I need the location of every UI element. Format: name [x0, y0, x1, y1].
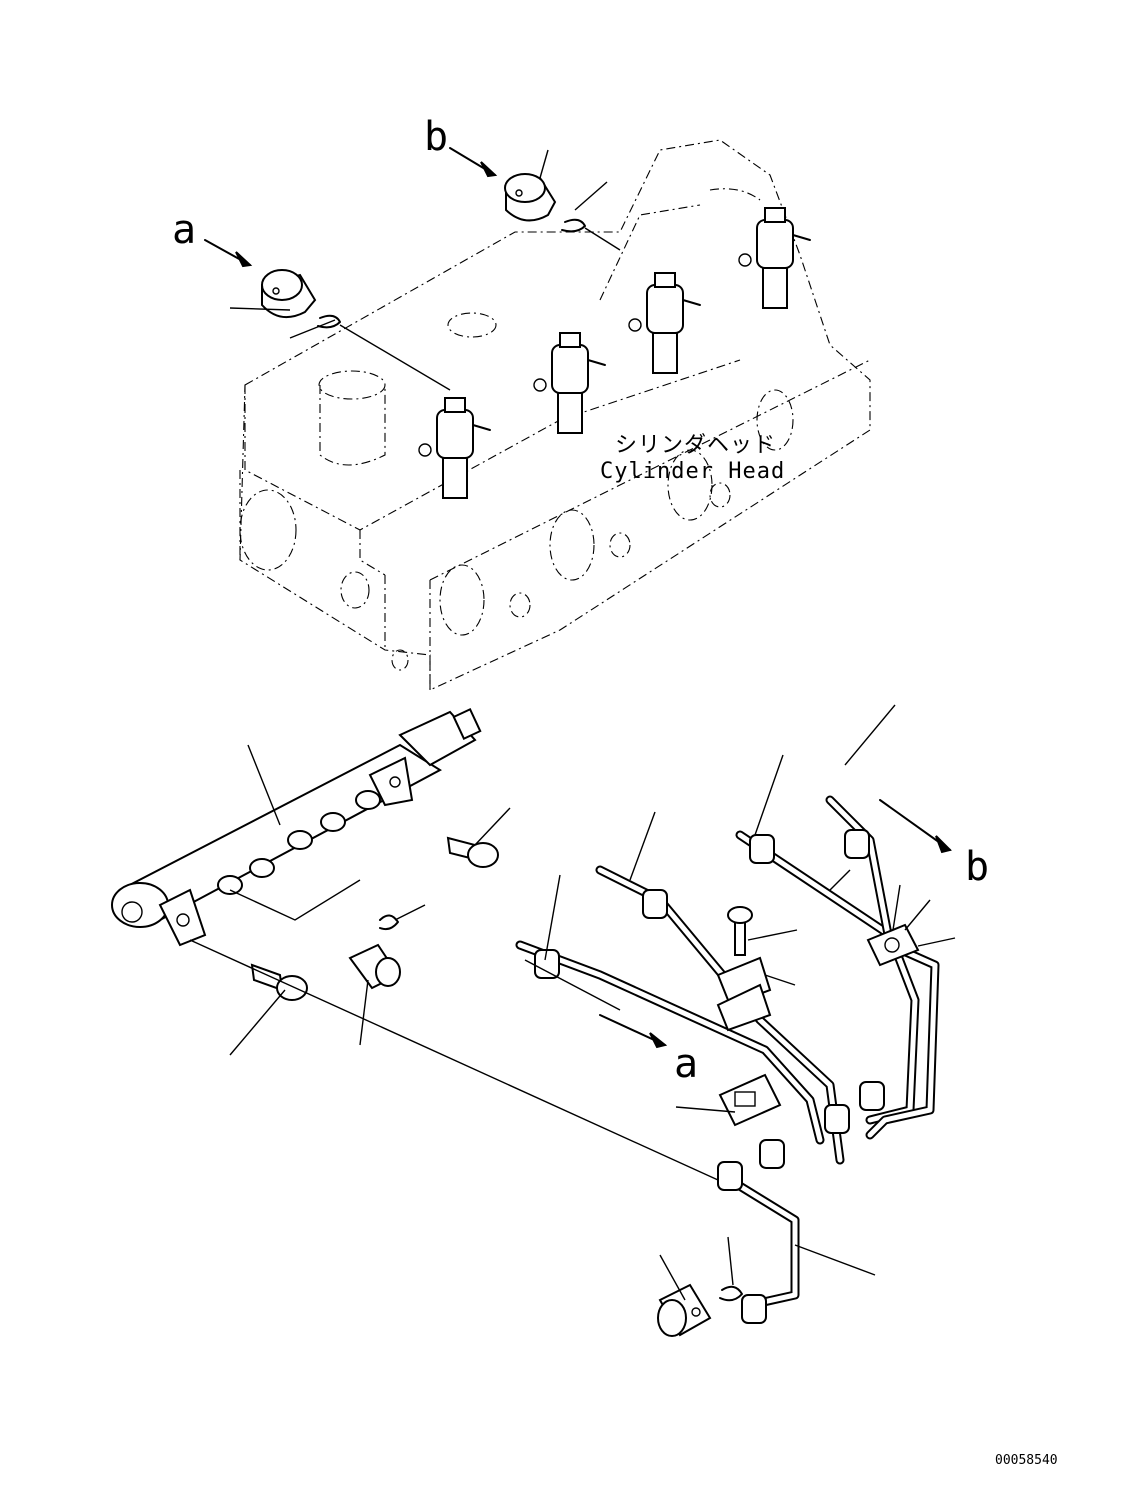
bolt-rail-left	[250, 963, 308, 1001]
reference-arrow-a-top	[204, 239, 253, 268]
injector-assemblies	[418, 207, 811, 499]
reference-label-b-bottom: b	[965, 844, 989, 890]
reference-arrow-b-bottom	[879, 799, 952, 854]
reference-arrow-a-bottom	[599, 1014, 668, 1049]
reference-label-a-bottom: a	[674, 1041, 698, 1087]
seal-cap-rail	[348, 914, 401, 990]
leader-lines-lower-right	[524, 704, 956, 1301]
injection-pipes	[515, 795, 940, 1324]
leader-lines-lower-left	[189, 744, 741, 1191]
cylinder-head-label-en: Cylinder Head	[600, 459, 785, 484]
seal-cap-bottom	[657, 1283, 743, 1337]
seal-cap-b	[504, 173, 586, 233]
bolt-rail-right	[446, 836, 499, 868]
drawing-number: 00058540	[995, 1453, 1058, 1468]
pipe-clamp	[716, 906, 920, 1032]
seal-cap-a	[261, 269, 341, 329]
reference-label-b-top: b	[424, 114, 448, 160]
reference-label-a-top: a	[172, 207, 196, 253]
cylinder-head-outline	[239, 139, 871, 691]
common-rail	[111, 707, 482, 947]
leader-lines-top	[229, 149, 621, 391]
rail-outlets	[217, 790, 381, 895]
clamp-block	[718, 1073, 782, 1127]
reference-arrow-b-top	[449, 147, 498, 178]
cylinder-head-label-jp: シリンダヘッド	[615, 433, 776, 458]
